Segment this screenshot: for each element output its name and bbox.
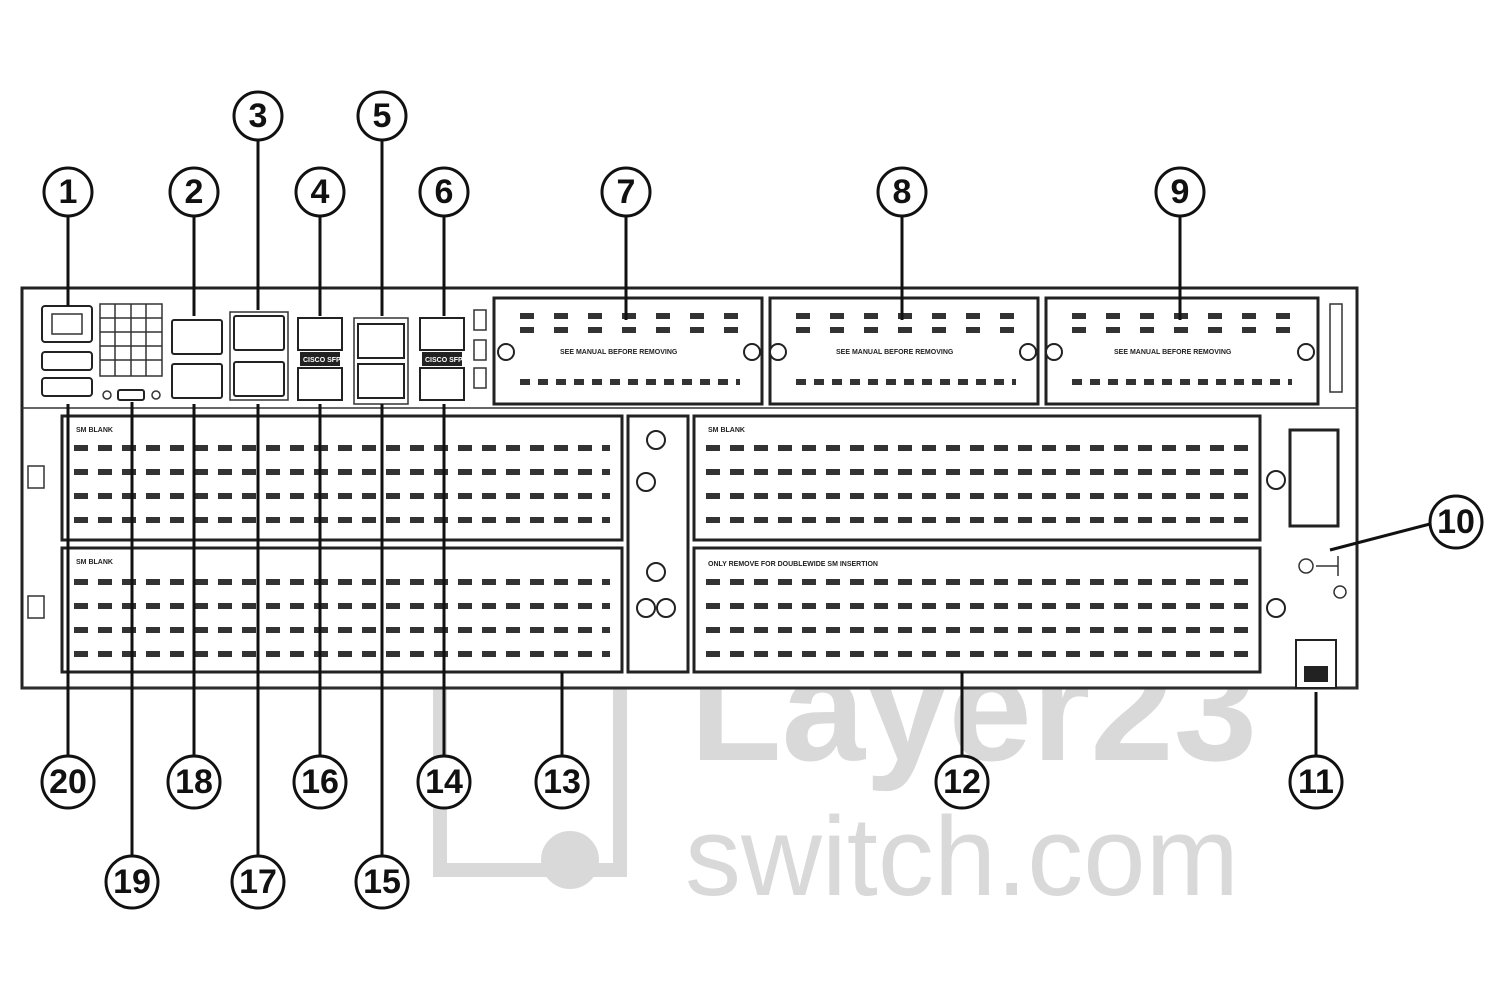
callout-7: 7 [600, 166, 652, 218]
mini-usb-port[interactable] [117, 389, 145, 401]
callout-5: 5 [356, 90, 408, 142]
grounding-lug [1295, 639, 1337, 689]
nim-slot-1[interactable]: SEE MANUAL BEFORE REMOVING [492, 296, 764, 406]
watermark-line2: switch.com [685, 794, 1239, 919]
svg-text:16: 16 [301, 763, 339, 801]
ge-port-0-0-4[interactable] [357, 363, 405, 399]
nim-slot-3[interactable]: SEE MANUAL BEFORE REMOVING [1044, 296, 1320, 406]
sm-right-screw-bottom[interactable] [1266, 598, 1286, 618]
callouts: 1 2 3 4 5 6 7 8 9 10 11 12 13 14 15 16 1… [40, 90, 1484, 910]
callout-13: 13 [534, 754, 590, 810]
svg-text:15: 15 [363, 863, 401, 901]
svg-text:20: 20 [49, 763, 87, 801]
callout-14: 14 [416, 754, 472, 810]
sfp-label-1: CISCO SFP [303, 357, 341, 364]
callout-6: 6 [418, 166, 470, 218]
callout-19: 19 [104, 854, 160, 910]
nim-2-screw-right[interactable] [1019, 343, 1037, 361]
sm-right-screw-top[interactable] [1266, 470, 1286, 490]
ge-port-0-0-3[interactable] [233, 361, 285, 397]
sm-slot-left-top[interactable]: SM BLANK [60, 414, 624, 542]
sfp-port-0-0-6[interactable] [419, 367, 465, 401]
nim-1-label: SEE MANUAL BEFORE REMOVING [560, 349, 678, 356]
nim-3-label: SEE MANUAL BEFORE REMOVING [1114, 349, 1232, 356]
ge-port-0-0-1[interactable] [171, 363, 223, 399]
nim-2-screw-left[interactable] [769, 343, 787, 361]
callout-8: 8 [876, 166, 928, 218]
callout-15: 15 [354, 854, 410, 910]
sm-blank-label-3: SM BLANK [708, 427, 745, 434]
sm-slot-right-bottom[interactable]: ONLY REMOVE FOR DOUBLEWIDE SM INSERTION [692, 546, 1262, 674]
callout-11: 11 [1288, 754, 1344, 810]
callout-1: 1 [42, 166, 94, 218]
sm-slot-left-bottom[interactable]: SM BLANK [60, 546, 624, 674]
svg-text:4: 4 [311, 173, 330, 211]
sm-remove-label: ONLY REMOVE FOR DOUBLEWIDE SM INSERTION [708, 561, 878, 568]
svg-text:13: 13 [543, 763, 581, 801]
console-port[interactable] [41, 305, 93, 343]
ge-port-0-0-2[interactable] [233, 315, 285, 351]
leader-lines [66, 140, 1431, 858]
svg-text:7: 7 [617, 173, 636, 211]
nim-slot-2[interactable]: SEE MANUAL BEFORE REMOVING [768, 296, 1040, 406]
usb-port-1[interactable] [41, 351, 93, 371]
right-side-fasteners [27, 428, 1347, 689]
callout-4: 4 [294, 166, 346, 218]
sm-blank-label-1: SM BLANK [76, 427, 113, 434]
sm-slot-right-top[interactable]: SM BLANK [692, 414, 1262, 542]
nim-2-label: SEE MANUAL BEFORE REMOVING [836, 349, 954, 356]
status-led-grid [99, 303, 163, 377]
io-panel: CISCO SFP CISCO SFP [41, 303, 487, 405]
svg-text:6: 6 [435, 173, 454, 211]
sm-blank-label-2: SM BLANK [76, 559, 113, 566]
callout-16: 16 [292, 754, 348, 810]
callout-18: 18 [166, 754, 222, 810]
divider-screw-1[interactable] [646, 430, 666, 450]
ge-port-0-0-0[interactable] [171, 319, 223, 355]
svg-text:1: 1 [59, 173, 78, 211]
svg-text:2: 2 [185, 173, 204, 211]
callout-9: 9 [1154, 166, 1206, 218]
svg-text:14: 14 [425, 763, 463, 801]
svg-text:19: 19 [113, 863, 151, 901]
callout-3: 3 [232, 90, 284, 142]
usb-port-2[interactable] [41, 377, 93, 397]
svg-text:17: 17 [239, 863, 277, 901]
sfp-port-0-0-3[interactable] [297, 367, 343, 401]
nim-1-screw-right[interactable] [743, 343, 761, 361]
svg-text:12: 12 [943, 763, 981, 801]
sfp-port-0-0-5[interactable] [419, 317, 465, 351]
nim-3-screw-right[interactable] [1297, 343, 1315, 361]
nim-3-screw-left[interactable] [1045, 343, 1063, 361]
svg-text:11: 11 [1298, 763, 1334, 801]
callout-20: 20 [40, 754, 96, 810]
sfp-label-2: CISCO SFP [425, 357, 463, 364]
side-led-column [1329, 303, 1343, 393]
divider-screw-4[interactable] [636, 598, 656, 618]
callout-2: 2 [168, 166, 220, 218]
sfp-port-0-0-4[interactable] [357, 323, 405, 359]
callout-12: 12 [934, 754, 990, 810]
divider-screw-3[interactable] [646, 562, 666, 582]
sm-slot-divider [626, 414, 690, 674]
callout-10: 10 [1428, 494, 1484, 550]
svg-text:18: 18 [175, 763, 213, 801]
svg-text:9: 9 [1171, 173, 1190, 211]
svg-text:10: 10 [1437, 503, 1475, 541]
svg-text:3: 3 [249, 97, 268, 135]
sfp-port-0-0-2[interactable] [297, 317, 343, 351]
divider-screw-2[interactable] [636, 472, 656, 492]
callout-17: 17 [230, 854, 286, 910]
svg-text:8: 8 [893, 173, 912, 211]
svg-text:5: 5 [373, 97, 392, 135]
nim-1-screw-left[interactable] [497, 343, 515, 361]
divider-screw-5[interactable] [656, 598, 676, 618]
